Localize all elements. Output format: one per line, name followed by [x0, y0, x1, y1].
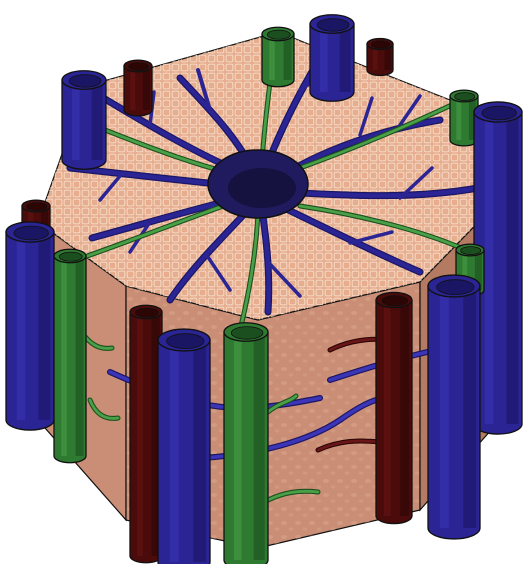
bile-duct-column-lumen — [461, 247, 481, 255]
bile-duct-column-shade — [254, 332, 265, 560]
portal-vein-column-lumen — [482, 106, 517, 120]
portal-vein-column — [62, 71, 106, 169]
hepatic-artery-column — [367, 39, 393, 76]
hepatic-artery-column — [130, 305, 162, 562]
portal-vein-column-shade — [193, 340, 206, 562]
portal-vein-column-shade — [38, 232, 50, 420]
hepatic-artery-column-lumen — [129, 63, 149, 71]
portal-vein-column-lumen — [317, 19, 349, 32]
bile-duct-column-shade — [76, 256, 84, 456]
bile-duct-column-shade — [284, 34, 292, 80]
portal-vein-column — [310, 15, 354, 101]
portal-vein-column-lumen — [167, 334, 204, 349]
hepatic-artery-column-lumen — [382, 296, 408, 306]
portal-vein-column-lumen — [14, 226, 49, 240]
portal-vein-column-shade — [463, 286, 476, 528]
bile-duct-column-highlight — [456, 96, 461, 140]
hepatic-artery-column-highlight — [384, 300, 390, 516]
hepatic-artery-column-shade — [400, 300, 409, 516]
hepatic-artery-column-lumen — [135, 308, 158, 317]
portal-vein-column-lumen — [437, 280, 474, 295]
hepatic-artery-column — [124, 60, 152, 116]
portal-vein-column-highlight — [440, 286, 449, 528]
central-vein-lumen — [228, 168, 296, 208]
bile-duct-column — [262, 27, 294, 86]
portal-vein-column-lumen — [69, 75, 101, 88]
portal-vein-column-highlight — [320, 24, 328, 92]
bile-duct-column-lumen — [59, 252, 82, 261]
hepatic-artery-column-highlight — [137, 312, 143, 556]
portal-vein-column — [158, 329, 210, 564]
portal-vein-column-highlight — [485, 112, 493, 424]
bile-duct-column-lumen — [267, 30, 290, 39]
hepatic-artery-column-shade — [143, 66, 150, 110]
portal-vein-column-highlight — [72, 80, 80, 160]
hepatic-artery-column-highlight — [130, 66, 135, 110]
bile-duct-column-lumen — [455, 93, 475, 101]
bile-duct-column — [224, 323, 268, 564]
central-vein — [208, 150, 308, 218]
bile-duct-column-highlight — [234, 332, 242, 560]
portal-vein-column — [428, 275, 480, 539]
hepatic-artery-column-lumen — [371, 41, 390, 48]
bile-duct-column-highlight — [61, 256, 67, 456]
portal-vein-column-shade — [340, 24, 351, 92]
portal-vein-column-shade — [92, 80, 103, 160]
hepatic-artery-column-lumen — [27, 203, 47, 211]
portal-vein-column-highlight — [17, 232, 25, 420]
portal-vein-column-shade — [506, 112, 518, 424]
hepatic-artery-column — [376, 292, 412, 523]
portal-vein-column — [6, 222, 54, 430]
bile-duct-column-lumen — [231, 327, 263, 340]
portal-vein-column-highlight — [170, 340, 179, 562]
bile-duct-column — [54, 249, 86, 462]
